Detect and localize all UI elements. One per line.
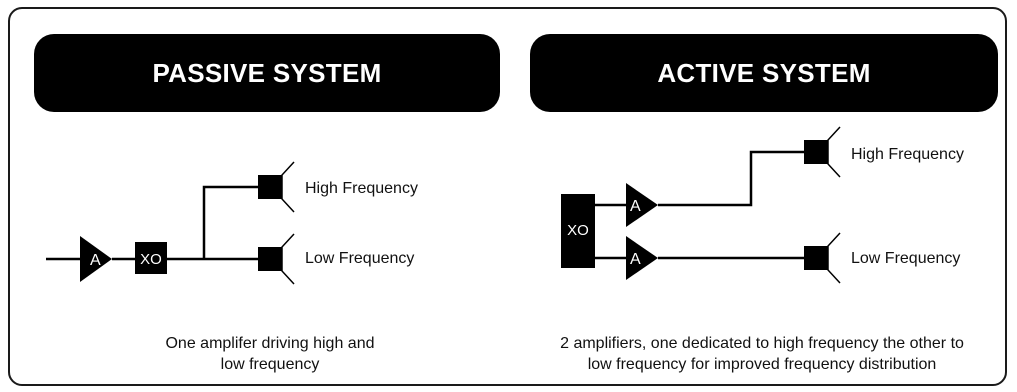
passive-caption-line-1: One amplifer driving high and	[165, 335, 375, 352]
active-low-label: Low Frequency	[851, 250, 960, 267]
active-low-speaker	[804, 246, 828, 270]
passive-high-line	[202, 185, 258, 259]
passive-diagram: A XO High Frequency Low Frequency	[46, 161, 418, 285]
active-low-amplifier	[626, 236, 658, 280]
active-crossover-label: XO	[567, 222, 589, 239]
active-caption-line-2: low frequency for improved frequency dis…	[587, 356, 937, 373]
active-caption: 2 amplifiers, one dedicated to high freq…	[512, 333, 1012, 375]
active-diagram: XO A A High Frequency Low Frequency	[561, 126, 964, 284]
passive-caption: One amplifer driving high and low freque…	[120, 333, 420, 375]
active-system-banner: ACTIVE SYSTEM	[530, 34, 998, 112]
active-system-title: ACTIVE SYSTEM	[657, 57, 871, 88]
active-crossover	[561, 194, 595, 268]
active-high-label: High Frequency	[851, 146, 964, 163]
active-high-speaker	[804, 140, 828, 164]
passive-high-label: High Frequency	[305, 180, 418, 197]
active-low-speaker-cone	[827, 232, 841, 284]
passive-crossover	[135, 242, 167, 274]
active-high-speaker-cone	[827, 126, 841, 178]
passive-low-speaker-cone	[281, 233, 295, 285]
passive-caption-line-2: low frequency	[220, 356, 320, 373]
passive-system-title: PASSIVE SYSTEM	[152, 57, 382, 88]
active-high-line	[658, 150, 804, 207]
passive-crossover-label: XO	[140, 251, 162, 268]
active-caption-line-1: 2 amplifiers, one dedicated to high freq…	[560, 335, 964, 352]
diagram-frame	[8, 7, 1007, 386]
passive-high-speaker	[258, 175, 282, 199]
passive-low-label: Low Frequency	[305, 250, 414, 267]
active-high-amplifier	[626, 183, 658, 227]
passive-low-speaker	[258, 247, 282, 271]
passive-high-speaker-cone	[281, 161, 295, 213]
passive-amplifier-label: A	[90, 252, 101, 269]
active-high-amplifier-label: A	[630, 198, 641, 215]
passive-system-banner: PASSIVE SYSTEM	[34, 34, 500, 112]
passive-amplifier	[80, 236, 112, 282]
active-low-amplifier-label: A	[630, 251, 641, 268]
